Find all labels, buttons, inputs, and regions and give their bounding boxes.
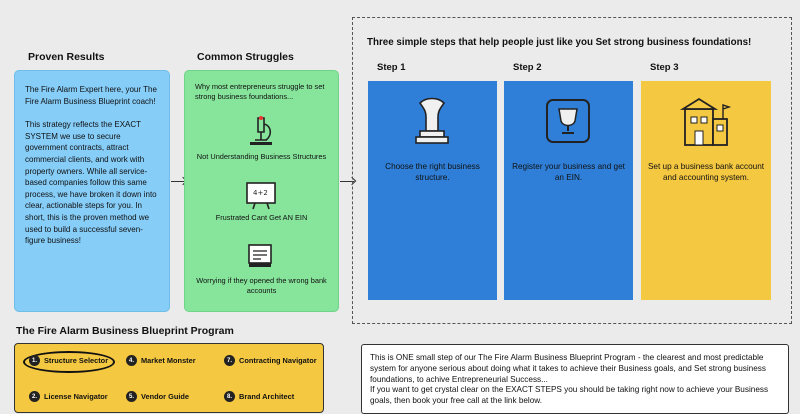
struggle-item-2: Frustrated Cant Get AN EIN [215, 213, 308, 222]
step-2-card: Register your business and get an EIN. [504, 81, 633, 300]
building-icon [679, 97, 732, 146]
info-text-1: This is ONE small step of our The Fire A… [370, 353, 766, 384]
highlight-oval [23, 351, 115, 373]
step-2-label: Step 2 [513, 62, 542, 73]
module-label: License Navigator [44, 392, 108, 401]
proven-results-card: The Fire Alarm Expert here, your The Fir… [14, 70, 170, 312]
module-item[interactable]: 1. Structure Selector [29, 355, 108, 366]
module-item[interactable]: 5. Vendor Guide [126, 391, 189, 402]
proven-results-heading: Proven Results [28, 51, 105, 63]
microscope-icon [250, 116, 272, 145]
steps-heading: Three simple steps that help people just… [367, 37, 752, 48]
module-item[interactable]: 2. License Navigator [29, 391, 108, 402]
proven-results-body: This strategy reflects the EXACT SYSTEM … [25, 120, 157, 246]
module-label: Contracting Navigator [239, 356, 317, 365]
common-struggles-heading: Common Struggles [197, 51, 294, 63]
step-1-text: Choose the right business structure. [385, 162, 480, 182]
common-struggles-card: Why most entrepreneurs struggle to set s… [184, 70, 339, 312]
math-board-icon: 4+2 [246, 182, 276, 210]
sculpture-icon [415, 97, 449, 144]
module-label: Vendor Guide [141, 392, 190, 401]
step-1-label: Step 1 [377, 62, 406, 73]
module-number: 8. [224, 391, 235, 402]
module-number: 7. [224, 355, 235, 366]
step-1-card: Choose the right business structure. [368, 81, 497, 300]
steps-section: Three simple steps that help people just… [352, 17, 792, 324]
step-3-label: Step 3 [650, 62, 679, 73]
common-struggles-intro: Why most entrepreneurs struggle to set s… [195, 82, 325, 101]
module-label: Structure Selector [44, 356, 109, 365]
module-number: 5. [126, 391, 137, 402]
trophy-icon [546, 99, 590, 143]
module-label: Brand Architect [239, 392, 295, 401]
documents-icon [248, 244, 272, 267]
info-box: This is ONE small step of our The Fire A… [361, 344, 789, 414]
program-modules-box: 1. Structure Selector 4. Market Monster … [14, 343, 324, 413]
proven-results-intro: The Fire Alarm Expert here, your The Fir… [25, 85, 157, 106]
arrow-connector [340, 181, 354, 182]
module-number: 4. [126, 355, 137, 366]
step-3-text: Set up a business bank account and accou… [647, 162, 765, 182]
step-3-card: Set up a business bank account and accou… [641, 81, 771, 300]
module-label: Market Monster [141, 356, 196, 365]
step-2-text: Register your business and get an EIN. [512, 162, 625, 182]
program-heading: The Fire Alarm Business Blueprint Progra… [16, 325, 234, 337]
module-item[interactable]: 8. Brand Architect [224, 391, 294, 402]
module-item[interactable]: 4. Market Monster [126, 355, 196, 366]
info-text-2: If you want to get crystal clear on the … [370, 385, 769, 406]
module-number: 1. [29, 355, 40, 366]
arrow-connector [171, 181, 185, 182]
struggle-item-3: Worrying if they opened the wrong bank a… [196, 276, 327, 295]
module-number: 2. [29, 391, 40, 402]
module-item[interactable]: 7. Contracting Navigator [224, 355, 317, 366]
svg-text:4+2: 4+2 [253, 189, 268, 197]
struggle-item-1: Not Understanding Business Structures [196, 152, 327, 161]
